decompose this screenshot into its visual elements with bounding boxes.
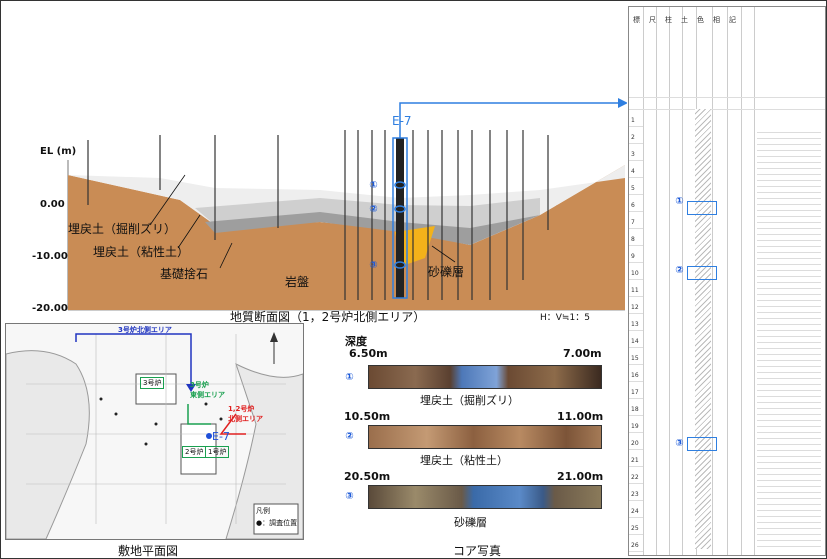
section-title: 地質断面図（1，2号炉北側エリア） xyxy=(230,310,426,324)
label-gravel: 砂礫層 xyxy=(428,265,465,279)
log-depth-tick: 2 xyxy=(631,134,635,141)
plan-unit2: 2号炉 xyxy=(182,446,207,458)
label-rubble: 基礎捨石 xyxy=(160,267,209,281)
log-depth-tick: 22 xyxy=(631,474,639,481)
log-depth-tick: 6 xyxy=(631,202,635,209)
log-depth-tick: 4 xyxy=(631,168,635,175)
log-depth-tick: 13 xyxy=(631,321,639,328)
core1-marker: ① xyxy=(345,372,354,383)
core2-photo xyxy=(368,425,602,449)
marker-1: ① xyxy=(369,180,378,191)
log-depth-tick: 12 xyxy=(631,304,639,311)
y-axis-label: EL (m) xyxy=(40,146,77,157)
plan-unit3: 3号炉 xyxy=(140,377,165,389)
label-fill-clay: 埋戻土（粘性土） xyxy=(93,245,190,259)
log-depth-tick: 7 xyxy=(631,219,635,226)
core1-name: 埋戻土（掘削ズリ） xyxy=(420,394,519,407)
plan-area3-label: 3号炉北側エリア xyxy=(118,326,172,334)
log-depth-tick: 16 xyxy=(631,372,639,379)
borehole-lines xyxy=(87,130,549,300)
log-depth-tick: 3 xyxy=(631,151,635,158)
core3-name: 砂礫層 xyxy=(454,516,487,529)
log-depth-tick: 9 xyxy=(631,253,635,260)
plan-area3-east-label: 3号炉 東側エリア xyxy=(190,381,225,399)
core3-marker: ③ xyxy=(345,491,354,502)
log-marker-1: ① xyxy=(675,196,684,207)
log-depth-tick: 21 xyxy=(631,457,639,464)
ytick-minus20: -20.00 xyxy=(32,303,68,314)
section-scale: H：V≒1：5 xyxy=(540,313,590,323)
core1-photo xyxy=(368,365,602,389)
core3-bottom: 21.00m xyxy=(557,470,604,483)
label-bedrock: 岩盤 xyxy=(285,275,310,289)
log-depth-tick: 26 xyxy=(631,542,639,549)
core1-bottom: 7.00m xyxy=(563,347,602,360)
core3-top: 20.50m xyxy=(344,470,391,483)
borehole-e7-label: E-7 xyxy=(392,114,412,128)
plan-area12-label: 1,2号炉 北側エリア xyxy=(228,405,263,423)
legend-item: ●：調査位置 xyxy=(256,519,298,527)
plan-caption: 敷地平面図 xyxy=(118,544,179,558)
geologic-section xyxy=(67,98,627,311)
site-plan-map xyxy=(5,323,304,540)
core2-top: 10.50m xyxy=(344,410,391,423)
ytick-minus10: -10.00 xyxy=(32,251,68,262)
core-caption: コア写真 xyxy=(453,544,502,558)
marker-2: ② xyxy=(369,204,378,215)
core2-marker: ② xyxy=(345,431,354,442)
log-depth-tick: 10 xyxy=(631,270,639,277)
marker-3: ③ xyxy=(369,260,378,271)
log-depth-tick: 24 xyxy=(631,508,639,515)
log-depth-tick: 23 xyxy=(631,491,639,498)
label-fill-excavated: 埋戻土（掘削ズリ） xyxy=(68,222,177,236)
plan-borehole-label: E-7 xyxy=(212,430,230,443)
link-arrow xyxy=(399,102,618,138)
core3-photo xyxy=(368,485,602,509)
fill-clay-layer xyxy=(195,198,540,230)
log-column-pattern xyxy=(695,109,711,549)
core1-top: 6.50m xyxy=(349,347,388,360)
log-depth-tick: 14 xyxy=(631,338,639,345)
log-depth-tick: 15 xyxy=(631,355,639,362)
ytick-0: 0.00 xyxy=(40,199,65,210)
log-marker-3: ③ xyxy=(675,438,684,449)
log-depth-tick: 1 xyxy=(631,117,635,124)
legend-title: 凡例 xyxy=(256,507,270,515)
borehole-e7 xyxy=(396,138,404,298)
core2-name: 埋戻土（粘性土） xyxy=(420,454,508,467)
log-depth-tick: 25 xyxy=(631,525,639,532)
bedrock-layer xyxy=(68,165,625,310)
log-depth-tick: 17 xyxy=(631,389,639,396)
log-depth-tick: 8 xyxy=(631,236,635,243)
log-depth-tick: 20 xyxy=(631,440,639,447)
core2-bottom: 11.00m xyxy=(557,410,604,423)
log-depth-tick: 11 xyxy=(631,287,639,294)
gravel-layer xyxy=(395,226,435,266)
log-header: 標尺柱土色相記 xyxy=(633,16,745,24)
log-marker-2: ② xyxy=(675,265,684,276)
core-depth-label: 深度 xyxy=(345,335,367,348)
log-depth-tick: 19 xyxy=(631,423,639,430)
log-depth-tick: 18 xyxy=(631,406,639,413)
plan-unit1: 1号炉 xyxy=(205,446,230,458)
log-depth-tick: 5 xyxy=(631,185,635,192)
